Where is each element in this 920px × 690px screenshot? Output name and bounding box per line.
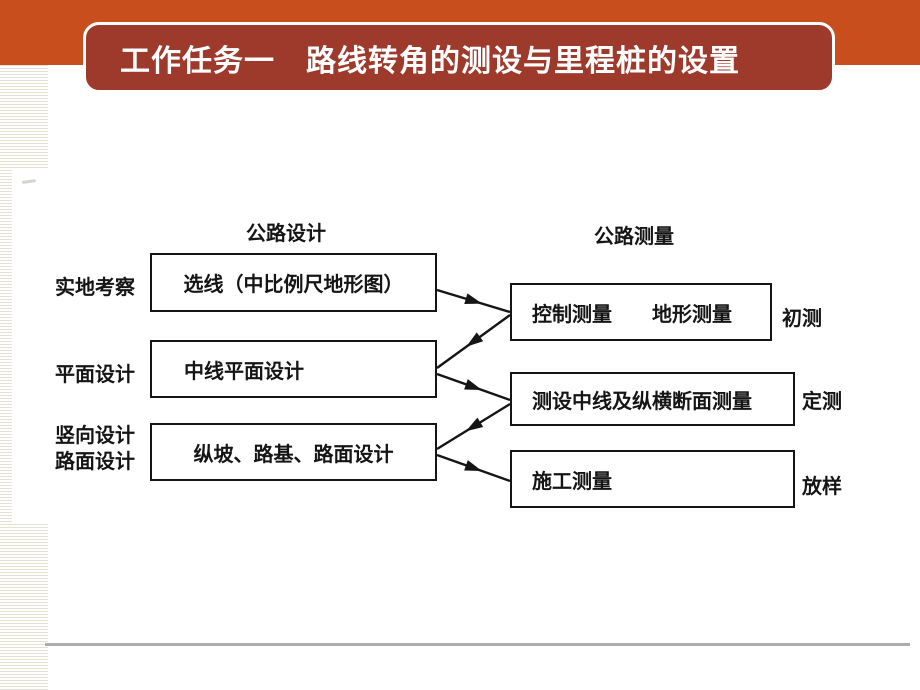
row3-side-label-line1: 竖向设计 xyxy=(55,425,135,447)
row2-side-label: 平面设计 xyxy=(55,364,135,386)
arrow-initial-survey-to-centerline-plan xyxy=(436,314,511,369)
design-box-centerline-plan: 中线平面设计 xyxy=(150,340,437,398)
design-box-centerline-plan-label: 中线平面设计 xyxy=(184,360,304,383)
column-header-survey: 公路测量 xyxy=(594,226,674,248)
survey-box-topo-survey-label: 地形测量 xyxy=(652,303,732,326)
row1-side-label: 实地考察 xyxy=(55,277,135,299)
arrow-definitive-survey-to-grade-design xyxy=(436,402,511,451)
slide-title-plate: 工作任务一 路线转角的测设与里程桩的设置 xyxy=(83,22,835,93)
row3-side-label-line2: 路面设计 xyxy=(55,451,135,473)
survey-box-definitive: 测设中线及纵横断面测量 xyxy=(510,372,795,426)
row3-side-label: 竖向设计 路面设计 xyxy=(55,423,135,475)
bottom-divider-line xyxy=(45,643,910,646)
survey-box-construction-label: 施工测量 xyxy=(532,470,612,493)
stage-label-initial-survey: 初测 xyxy=(782,308,822,330)
design-box-grade-subgrade-pavement-label: 纵坡、路基、路面设计 xyxy=(193,443,394,466)
arrow-centerline-plan-to-definitive-survey xyxy=(436,372,511,402)
arrow-selection-to-initial-survey xyxy=(436,288,511,314)
arrow-grade-design-to-construction-survey xyxy=(436,453,511,483)
stage-label-definitive-survey: 定测 xyxy=(802,391,842,413)
slide-title: 工作任务一 路线转角的测设与里程桩的设置 xyxy=(120,44,740,78)
design-box-route-selection: 选线（中比例尺地形图） xyxy=(150,253,437,312)
stage-label-setting-out: 放样 xyxy=(802,476,842,498)
flow-diagram: 公路设计 公路测量 实地考察 选线（中比例尺地形图） 平面设计 中线平面设计 竖… xyxy=(12,168,910,523)
design-box-route-selection-label: 选线（中比例尺地形图） xyxy=(183,274,404,296)
column-header-design: 公路设计 xyxy=(246,223,326,245)
survey-box-construction: 施工测量 xyxy=(510,450,795,508)
survey-box-initial: 控制测量 地形测量 xyxy=(510,283,772,341)
survey-box-definitive-label: 测设中线及纵横断面测量 xyxy=(532,390,752,413)
survey-box-control-survey-label: 控制测量 xyxy=(532,303,612,326)
design-box-grade-subgrade-pavement: 纵坡、路基、路面设计 xyxy=(150,423,437,481)
scan-artifact xyxy=(21,179,37,184)
